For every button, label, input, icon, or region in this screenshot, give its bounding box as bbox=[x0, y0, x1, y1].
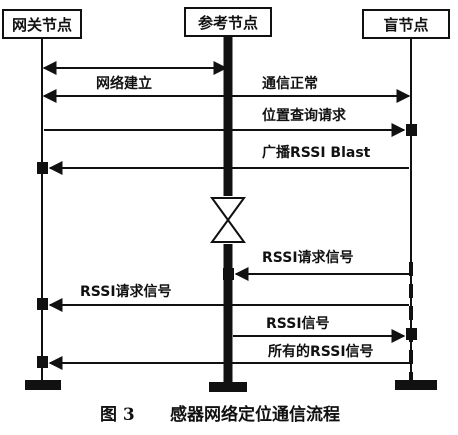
figure-number: 图 3 bbox=[100, 405, 135, 425]
blind-node-label: 盲节点 bbox=[383, 16, 428, 34]
activation-blind-signal bbox=[406, 328, 417, 340]
activation-reference-request bbox=[223, 268, 234, 280]
blind-foot-bar bbox=[395, 380, 437, 390]
msg-network-setup-label: 网络建立 bbox=[96, 75, 152, 92]
reference-node-label: 参考节点 bbox=[198, 14, 258, 32]
msg-rssi-blast-label: 广播RSSI Blast bbox=[262, 144, 371, 161]
reference-foot-bar bbox=[209, 382, 247, 392]
blind-node-header: 盲节点 bbox=[362, 9, 450, 39]
msg-rssi-request-ref-label: RSSI请求信号 bbox=[262, 249, 354, 266]
gateway-node-label: 网关节点 bbox=[12, 16, 72, 34]
activation-gateway-request bbox=[37, 298, 48, 310]
activation-gateway-blast bbox=[37, 162, 48, 174]
msg-position-query-label: 位置查询请求 bbox=[262, 107, 347, 124]
msg-all-rssi-label: 所有的RSSI信号 bbox=[268, 343, 374, 360]
msg-rssi-signal-label: RSSI信号 bbox=[266, 315, 330, 332]
figure-title: 感器网络定位通信流程 bbox=[170, 404, 340, 425]
msg-comm-ok-label: 通信正常 bbox=[262, 75, 318, 92]
activation-gateway-all bbox=[37, 356, 48, 368]
msg-rssi-request-gw-label: RSSI请求信号 bbox=[80, 283, 172, 300]
hourglass-symbol bbox=[210, 197, 246, 243]
gateway-node-header: 网关节点 bbox=[2, 9, 82, 39]
reference-node-header: 参考节点 bbox=[184, 7, 272, 37]
activation-blind-query bbox=[406, 124, 417, 136]
gateway-foot-bar bbox=[25, 380, 61, 390]
